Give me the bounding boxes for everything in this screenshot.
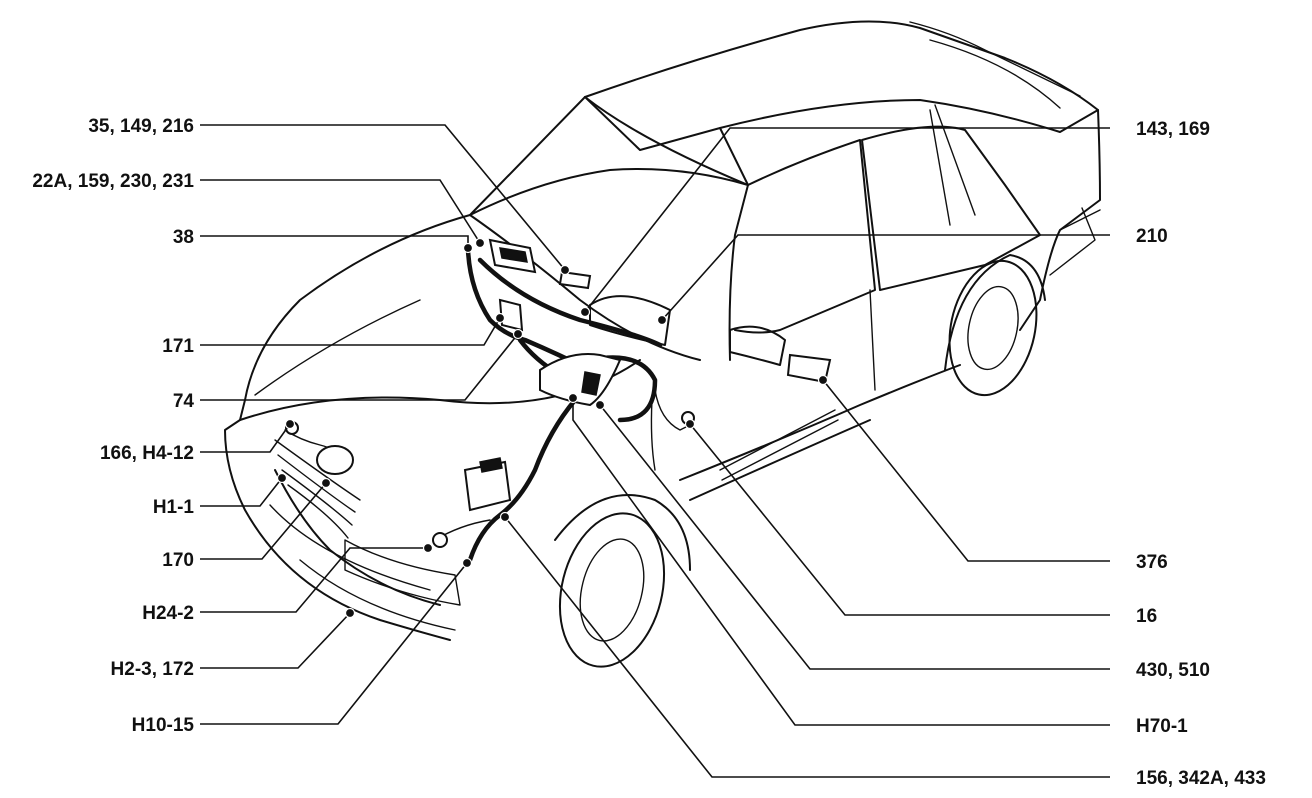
callout-label: H24-2: [142, 603, 194, 624]
callout-label: H1-1: [153, 497, 195, 518]
horn-icon: [316, 445, 354, 475]
callout-label: 166, H4-12: [100, 443, 194, 464]
callout-labels-left: 35, 149, 216 22A, 159, 230, 231 38 171 7…: [32, 116, 194, 736]
control-unit-icon: [539, 353, 622, 407]
callout-labels-right: 143, 169 210 376 16 430, 510 H70-1 156, …: [1136, 119, 1266, 789]
relay-icon: [558, 270, 592, 290]
callout-label: 430, 510: [1136, 660, 1210, 681]
callout-label: 38: [173, 227, 194, 248]
callout-label: 22A, 159, 230, 231: [32, 171, 194, 192]
callout-label: 171: [162, 336, 194, 357]
callout-label: 376: [1136, 552, 1168, 573]
callout-label: 170: [162, 550, 194, 571]
callout-label: 16: [1136, 606, 1157, 627]
callout-label: H70-1: [1136, 716, 1188, 737]
callout-label: 35, 149, 216: [88, 116, 194, 137]
callout-label: 156, 342A, 433: [1136, 768, 1266, 789]
callout-label: 74: [173, 391, 195, 412]
components: [285, 238, 832, 548]
leader-lines-right: [504, 127, 1110, 778]
car-body-illustration: [224, 20, 1101, 668]
callout-label: H2-3, 172: [111, 659, 194, 680]
callout-dots: [276, 237, 829, 619]
leader-lines-left: [200, 124, 566, 725]
sensor-icon-2: [432, 532, 448, 548]
callout-label: 143, 169: [1136, 119, 1210, 140]
callout-label: H10-15: [132, 715, 195, 736]
callout-label: 210: [1136, 226, 1168, 247]
